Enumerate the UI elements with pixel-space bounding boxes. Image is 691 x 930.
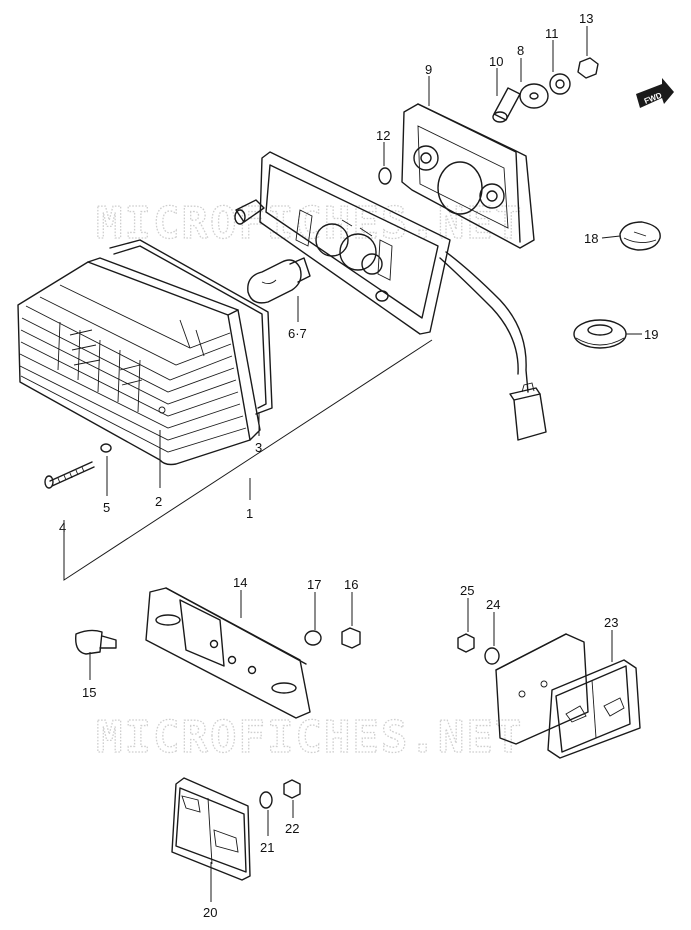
callout-1: 1 xyxy=(246,506,253,521)
leader-lines xyxy=(63,26,642,902)
washer-21 xyxy=(259,791,273,809)
tail-lamp-lens xyxy=(17,257,261,466)
callout-5: 5 xyxy=(103,500,110,515)
fwd-arrow-icon: FWD xyxy=(636,78,674,108)
callout-14: 14 xyxy=(233,575,247,590)
callout-numbers: 1 2 3 4 5 6·7 8 9 10 11 12 13 14 15 16 1… xyxy=(59,11,658,920)
callout-15: 15 xyxy=(82,685,96,700)
callout-17: 17 xyxy=(307,577,321,592)
reflector-23 xyxy=(547,659,641,759)
callout-4: 4 xyxy=(59,520,66,535)
callout-8: 8 xyxy=(517,43,524,58)
wire-connector xyxy=(509,382,547,441)
reflector-20 xyxy=(171,777,251,881)
bulb-6-7 xyxy=(247,257,311,304)
callout-18: 18 xyxy=(584,231,598,246)
washer-24 xyxy=(484,647,500,665)
license-bracket-14 xyxy=(145,587,311,719)
washer-11 xyxy=(549,73,571,95)
bolt-15 xyxy=(75,629,117,655)
lens-gasket xyxy=(109,239,273,415)
nut-22 xyxy=(283,779,301,799)
lamp-housing xyxy=(234,151,451,335)
callout-25: 25 xyxy=(460,583,474,598)
lamp-wire-2 xyxy=(439,257,519,375)
nut-25 xyxy=(457,633,475,653)
callout-3: 3 xyxy=(255,440,262,455)
nut-16 xyxy=(341,627,361,649)
rubber-mount-9 xyxy=(401,103,535,249)
callout-24: 24 xyxy=(486,597,500,612)
callout-2: 2 xyxy=(155,494,162,509)
watermark-bottom: MICROFICHES.NET xyxy=(96,712,523,763)
plug-18 xyxy=(619,221,661,251)
callout-20: 20 xyxy=(203,905,217,920)
callout-10: 10 xyxy=(489,54,503,69)
screw-4 xyxy=(44,461,95,489)
callout-16: 16 xyxy=(344,577,358,592)
reflector-bracket xyxy=(495,633,589,745)
callout-23: 23 xyxy=(604,615,618,630)
grommet-19 xyxy=(573,319,627,349)
callout-22: 22 xyxy=(285,821,299,836)
callout-11: 11 xyxy=(545,26,559,41)
washer-12 xyxy=(378,167,392,185)
nut-13 xyxy=(577,57,599,79)
callout-12: 12 xyxy=(376,128,390,143)
assembly-bracket xyxy=(63,339,433,581)
lamp-wire xyxy=(445,251,529,393)
washer-5 xyxy=(100,443,112,453)
callout-19: 19 xyxy=(644,327,658,342)
callout-21: 21 xyxy=(260,840,274,855)
callout-6-7: 6·7 xyxy=(288,326,307,341)
washer-8 xyxy=(519,83,549,109)
callout-13: 13 xyxy=(579,11,593,26)
callout-9: 9 xyxy=(425,62,432,77)
washer-17 xyxy=(304,630,322,646)
lens-gasket-inner xyxy=(113,245,267,409)
